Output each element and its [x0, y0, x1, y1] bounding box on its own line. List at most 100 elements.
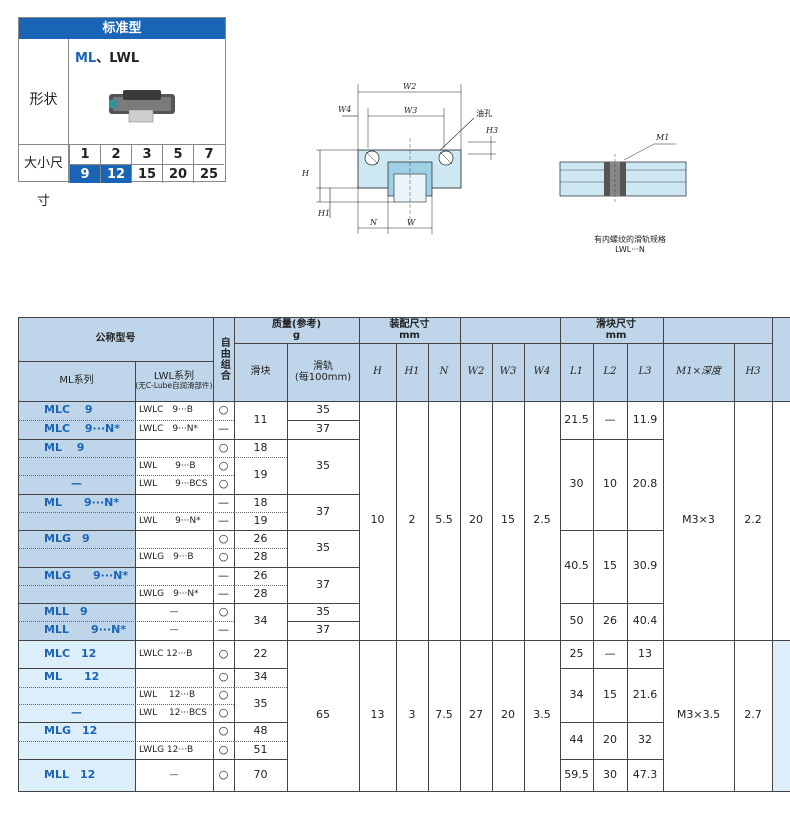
blank-col [772, 401, 790, 640]
free-combo-mark: — [218, 495, 229, 509]
dim-l1: 34 [569, 687, 584, 701]
dim-l2: 30 [603, 767, 617, 781]
dim-l1: 30 [569, 477, 584, 491]
free-combo-mark: ○ [218, 550, 229, 564]
dim-size12-n: 7.5 [435, 708, 453, 722]
grid-line [287, 567, 359, 568]
size-cell: 15 [131, 164, 162, 183]
dim-size12-h3: 2.7 [744, 708, 762, 722]
free-combo-mark: ○ [218, 531, 229, 545]
grid-line [492, 343, 493, 791]
shape-label: 形状 [19, 39, 69, 161]
model-ml: MLG 12 [18, 722, 135, 741]
slider-mass-merged: 19 [253, 468, 268, 482]
grid-line [593, 343, 594, 791]
grid-line [627, 343, 628, 791]
rail-caption: 有内螺纹的滑轨规格 [594, 235, 666, 244]
header-col-l3: L3 [627, 343, 663, 401]
model-ml: — [18, 475, 135, 494]
size-cell: 1 [69, 145, 100, 164]
model-ml: ML 9···N* [18, 494, 135, 512]
dim-l3: 47.3 [632, 767, 658, 781]
dim-l1: 25 [569, 646, 584, 660]
free-combo-mark: ○ [218, 767, 229, 781]
grid-line [234, 439, 287, 440]
header-ml-series: ML系列 [18, 361, 135, 401]
slider-mass: 22 [253, 646, 268, 660]
dim-l3: 20.8 [632, 477, 658, 491]
model-ml [18, 741, 135, 759]
model-lwl: — [169, 606, 179, 617]
grid-line [18, 722, 234, 723]
grid-line [287, 603, 359, 604]
grid-line [663, 317, 664, 791]
slider-mass: 26 [253, 568, 268, 582]
label-w4: W4 [338, 105, 351, 114]
header-nominal: 公称型号 [18, 317, 213, 361]
rail-mass: 35 [316, 403, 330, 417]
grid-line [234, 512, 287, 513]
model-lwl [135, 494, 213, 512]
model-lwl: LWLG 9···N* [139, 588, 199, 599]
slider-mass: 19 [253, 513, 268, 527]
grid-line [18, 317, 19, 791]
model-lwl: LWLC 9···B [139, 405, 193, 416]
dim-l2: — [604, 646, 616, 660]
grid-line [287, 621, 359, 622]
grid-line [560, 668, 663, 669]
header-col-n: N [428, 343, 460, 401]
dim-l2: 20 [603, 733, 617, 747]
model-lwl: LWL 9···BCS [139, 479, 208, 490]
header-lwl-series: LWL系列(无C-Lube自润滑部件) [135, 361, 213, 401]
free-combo-mark: ○ [218, 670, 229, 684]
grid-line [18, 603, 234, 604]
grid-line [560, 439, 663, 440]
dim-l1: 21.5 [564, 412, 589, 426]
series-ml: ML [75, 51, 97, 66]
free-combo-mark: ○ [218, 724, 229, 738]
model-ml [18, 585, 135, 603]
header-col-w2: W2 [460, 343, 492, 401]
shape-size-box: 标准型 形状 ML、LWL 大小尺寸 1 2 3 5 7 9 12 15 20 … [18, 17, 226, 209]
slider-mass: 28 [253, 586, 268, 600]
model-ml: MLG 9···N* [18, 567, 135, 585]
blank-col [772, 640, 790, 791]
free-combo-mark: — [218, 586, 229, 600]
rail-mass-merged: 37 [316, 577, 330, 591]
slider-mass-merged: 34 [253, 614, 268, 628]
grid-line [234, 585, 287, 586]
slider-mass: 26 [253, 531, 268, 545]
grid-line [234, 343, 772, 344]
size-cell: 5 [162, 145, 193, 164]
model-ml: MLL 12 [18, 759, 135, 791]
dim-l1: 50 [569, 614, 584, 628]
grid-line [18, 687, 234, 688]
grid-line [287, 439, 359, 440]
grid-line [460, 317, 461, 791]
slider-mass: 70 [253, 767, 268, 781]
grid-line [560, 759, 663, 760]
dim-l2: 26 [603, 614, 617, 628]
label-oil-hole: 油孔 [476, 108, 492, 118]
grid-line [18, 512, 234, 513]
rail-mass-merged: 37 [316, 504, 330, 518]
model-ml: MLC 12 [18, 640, 135, 668]
free-combo-mark: ○ [218, 458, 229, 472]
grid-line [18, 475, 234, 476]
header-blank [772, 317, 790, 401]
dim-size9-m1: M3×3 [682, 513, 715, 527]
header-slider: 滑块 [234, 343, 287, 401]
header-col-l2: L2 [593, 343, 627, 401]
free-combo-mark: — [218, 513, 229, 527]
grid-line [18, 640, 790, 641]
model-lwl: LWLC 9···N* [139, 424, 198, 435]
dim-size9-w3: 15 [501, 513, 515, 527]
rail-mass: 35 [316, 604, 330, 618]
rail-thread-drawing: M1 [559, 133, 687, 202]
dim-size12-h: 13 [370, 708, 385, 722]
grid-line [234, 741, 287, 742]
model-ml [18, 457, 135, 475]
slider-mass: 18 [253, 495, 268, 509]
grid-line [18, 621, 234, 622]
